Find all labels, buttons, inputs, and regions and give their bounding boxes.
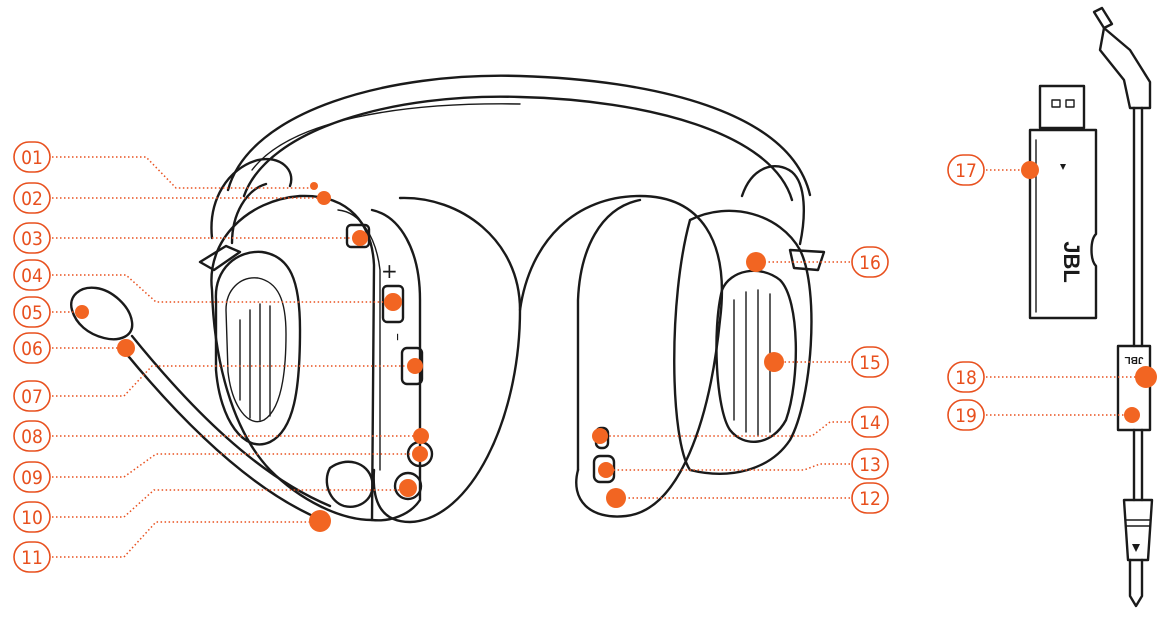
marker-dot-18 [1135,366,1157,388]
svg-text:04: 04 [21,265,43,287]
marker-dot-08 [413,428,429,444]
svg-text:13: 13 [859,454,881,476]
callout-04: 04 [13,259,51,291]
callout-19: 19 [947,399,985,431]
volume-plus-label: + [381,259,398,283]
callout-06: 06 [13,332,51,364]
svg-text:11: 11 [21,547,43,569]
usb-dongle: JBL [1028,84,1098,320]
marker-dot-01 [310,182,318,190]
cable-brand-logo: JBL [1125,354,1144,365]
svg-text:07: 07 [21,386,43,408]
audio-cable: JBL [1092,6,1154,608]
svg-text:12: 12 [859,488,881,510]
marker-dot-19 [1124,407,1140,423]
marker-dot-14 [592,428,608,444]
svg-text:01: 01 [21,147,43,169]
svg-text:14: 14 [859,412,881,434]
callout-02: 02 [13,182,51,214]
svg-text:08: 08 [21,426,43,448]
right-earcup [576,165,826,475]
marker-dots [75,161,1157,532]
marker-dot-16 [746,252,766,272]
marker-dot-13 [598,462,614,478]
callout-08: 08 [13,420,51,452]
marker-dot-04 [384,293,402,311]
callout-17: 17 [947,154,985,186]
left-ear-cushion [372,196,522,524]
marker-dot-15 [764,352,784,372]
svg-text:15: 15 [859,352,881,374]
right-ear-cushion [518,194,724,518]
headband [226,74,812,202]
boom-microphone [70,286,374,522]
svg-text:19: 19 [955,405,977,427]
svg-text:06: 06 [21,338,43,360]
svg-text:03: 03 [21,228,43,250]
callout-18: 18 [947,361,985,393]
svg-text:17: 17 [955,160,977,182]
marker-dot-02 [317,191,331,205]
marker-dot-09 [412,446,428,462]
callout-14: 14 [851,406,889,438]
volume-minus-label: – [389,333,408,341]
marker-dot-17 [1021,161,1039,179]
leader-lines [52,156,1144,558]
svg-text:09: 09 [21,467,43,489]
svg-text:05: 05 [21,302,43,324]
marker-dot-11 [309,510,331,532]
callout-07: 07 [13,380,51,412]
marker-dot-10 [399,479,417,497]
marker-dot-05 [75,305,89,319]
callout-16: 16 [851,246,889,278]
marker-dot-06 [117,339,135,357]
svg-text:10: 10 [21,507,43,529]
callout-05: 05 [13,296,51,328]
marker-dot-12 [606,488,626,508]
svg-text:02: 02 [21,188,43,210]
callout-03: 03 [13,222,51,254]
marker-dot-03 [352,230,368,246]
callout-01: 01 [13,141,51,173]
callout-13: 13 [851,448,889,480]
callout-11: 11 [13,541,51,573]
left-earcup [198,157,422,522]
callout-10: 10 [13,501,51,533]
dongle-brand-logo: JBL [1059,241,1084,283]
svg-text:16: 16 [859,252,881,274]
svg-text:18: 18 [955,367,977,389]
callout-15: 15 [851,346,889,378]
marker-dot-07 [407,358,423,374]
callout-09: 09 [13,461,51,493]
callout-12: 12 [851,482,889,514]
